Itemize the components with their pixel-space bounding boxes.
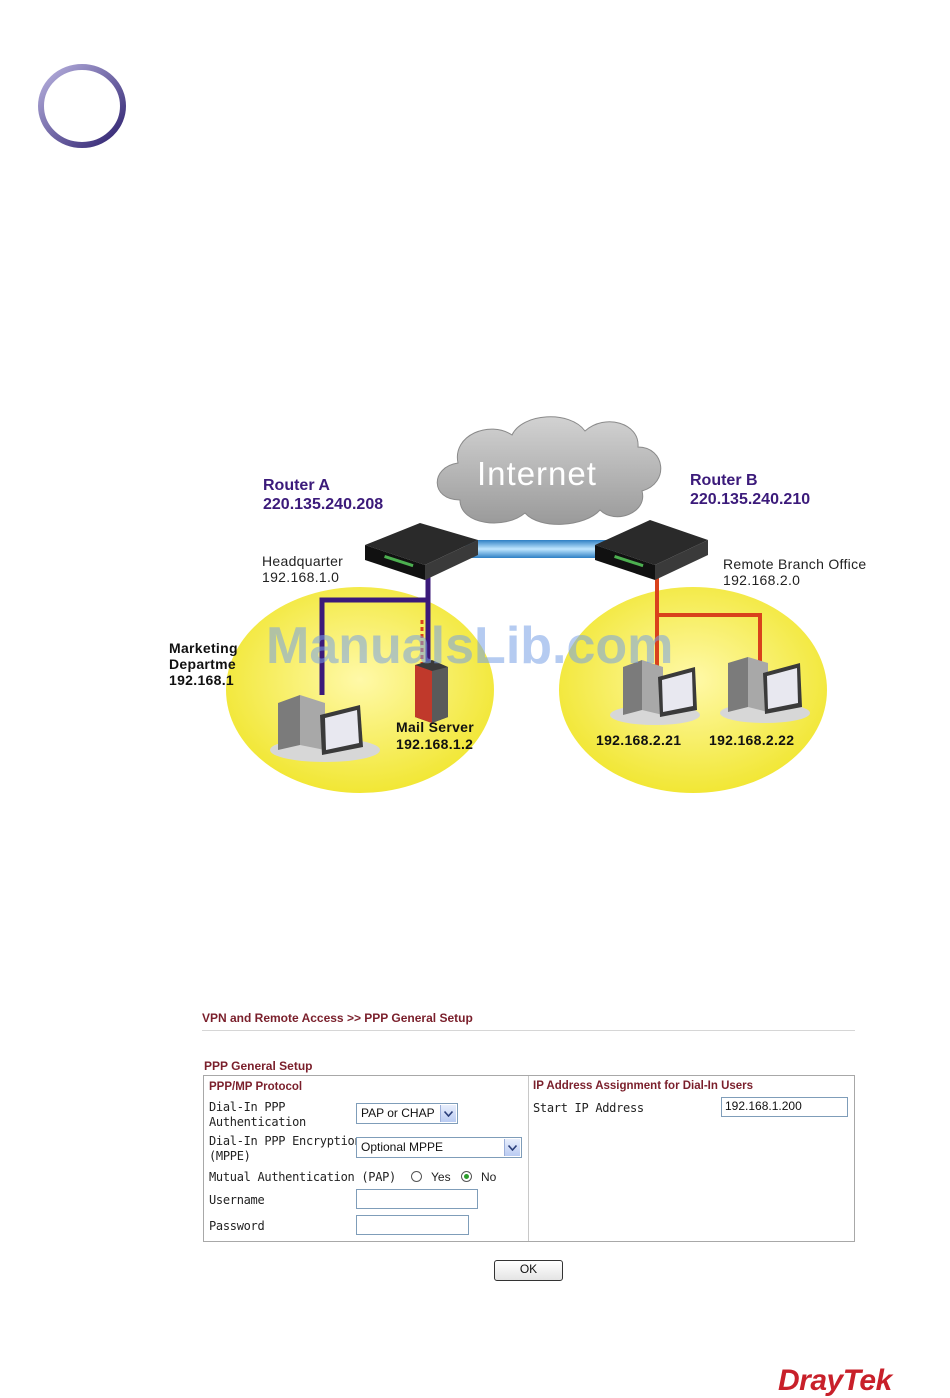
mutual-auth-label: Mutual Authentication (PAP) [209,1170,396,1184]
auth-label-line1: Dial-In PPP [209,1100,286,1114]
network-diagram [226,416,827,793]
mutual-auth-no-label: No [481,1170,497,1184]
panel-divider [528,1076,529,1241]
ok-button[interactable]: OK [494,1260,563,1281]
start-ip-input[interactable]: 192.168.1.200 [721,1097,848,1117]
branch-computer-1 [610,660,700,725]
mutual-auth-yes-radio[interactable] [411,1171,422,1182]
ppp-mp-protocol-title: PPP/MP Protocol [209,1081,303,1093]
headquarter-subnet: 192.168.1.0 [262,569,340,585]
marketing-label-1: Marketing [169,640,238,656]
router-a-device [365,523,478,580]
draytek-logo: DrayTek [778,1364,892,1397]
router-b-name: Router B [690,472,758,489]
headquarter-name: Headquarter [262,553,344,569]
router-b-ip: 220.135.240.210 [690,491,811,508]
mutual-auth-no-radio[interactable] [461,1171,472,1182]
password-label: Password [209,1219,265,1233]
mail-server-device [415,660,448,723]
auth-select-value: PAP or CHAP [361,1106,435,1120]
auth-select[interactable]: PAP or CHAP [356,1103,458,1124]
ip-assignment-title: IP Address Assignment for Dial-In Users [533,1080,754,1092]
marketing-label-2: Departme [169,656,236,672]
branch-pc-1-ip: 192.168.2.21 [596,732,682,748]
mail-server-name: Mail Server [396,719,475,735]
router-a-name: Router A [263,477,330,494]
vpn-tunnel [465,540,615,558]
encryption-select[interactable]: Optional MPPE [356,1137,522,1158]
settings-panel [203,1075,855,1242]
breadcrumb-divider [202,1030,855,1031]
password-input[interactable] [356,1215,469,1235]
username-input[interactable] [356,1189,478,1209]
section-title: PPP General Setup [204,1059,313,1073]
username-label: Username [209,1193,265,1207]
start-ip-label: Start IP Address [533,1101,644,1115]
hq-cable [319,575,431,695]
router-a-ip: 220.135.240.208 [263,496,384,513]
router-b-device [595,520,708,580]
mutual-auth-yes-label: Yes [431,1170,451,1184]
auth-label-line2: Authentication [209,1115,306,1129]
enc-label-line2: (MPPE) [209,1149,251,1163]
branch-pc-2-ip: 192.168.2.22 [709,732,795,748]
enc-label-line1: Dial-In PPP Encryption [209,1134,362,1148]
internet-cloud [436,416,662,525]
chevron-down-icon[interactable] [440,1105,456,1122]
encryption-select-value: Optional MPPE [361,1140,444,1154]
branch-computer-2 [720,657,810,723]
mail-server-ip: 192.168.1.2 [396,736,474,752]
remote-branch-name: Remote Branch Office [723,556,867,572]
breadcrumb: VPN and Remote Access >> PPP General Set… [202,1011,473,1025]
chevron-down-icon[interactable] [504,1139,520,1156]
marketing-computer [270,695,380,762]
marketing-label-3: 192.168.1 [169,672,234,688]
watermark: ManualsLib.com [266,617,674,675]
chapter-circle [38,64,126,148]
remote-branch-subnet: 192.168.2.0 [723,572,801,588]
internet-label: Internet [477,455,597,492]
